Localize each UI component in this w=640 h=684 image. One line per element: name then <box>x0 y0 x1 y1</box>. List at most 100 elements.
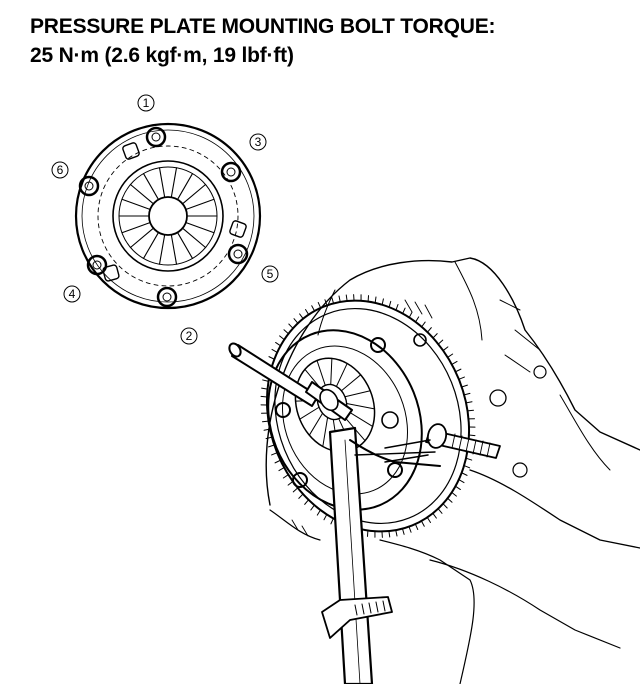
diaphragm-finger <box>182 183 207 204</box>
diaphragm-finger <box>129 228 154 249</box>
bolt-2 <box>156 286 178 308</box>
ring-gear-tooth <box>455 368 462 373</box>
callout-1: 1 <box>137 94 155 112</box>
ring-gear-tooth <box>338 295 341 303</box>
ring-gear-tooth <box>323 513 328 521</box>
ring-gear-tooth <box>395 529 398 537</box>
diaphragm-finger <box>330 357 333 386</box>
ring-gear-tooth <box>283 329 289 335</box>
ring-gear-tooth <box>311 305 316 312</box>
callout-3: 3 <box>249 133 267 151</box>
ring-gear-tooth <box>268 444 275 448</box>
ring-gear-tooth <box>402 307 406 315</box>
ring-gear-tooth <box>305 309 310 316</box>
svg-text:5: 5 <box>267 267 274 281</box>
diaphragm-finger <box>322 417 329 448</box>
ring-gear-tooth <box>461 384 468 388</box>
ring-gear-tooth <box>408 526 412 533</box>
ring-gear-tooth <box>426 327 432 333</box>
ring-gear-tooth <box>408 311 413 319</box>
diaphragm-finger <box>177 173 194 200</box>
ring-gear-tooth <box>324 299 328 306</box>
ring-gear-tooth <box>463 392 471 396</box>
bolt-5 <box>227 243 249 265</box>
ring-gear-tooth <box>292 487 299 493</box>
ring-gear-tooth <box>279 335 285 341</box>
svg-text:3: 3 <box>255 135 262 149</box>
ring-gear-tooth <box>432 512 437 519</box>
diaphragm-finger <box>186 198 215 210</box>
diaphragm-finger <box>170 167 178 197</box>
ring-gear-tooth <box>458 479 465 484</box>
ring-gear-tooth <box>415 316 420 323</box>
ring-gear-tooth <box>275 341 282 347</box>
bolt-4 <box>86 254 108 276</box>
ring-gear-tooth <box>442 503 448 509</box>
diaphragm-finger <box>129 183 154 204</box>
ring-gear-tooth <box>451 491 457 497</box>
ring-gear-tooth <box>442 346 449 352</box>
svg-text:2: 2 <box>186 329 193 343</box>
ring-gear-tooth <box>374 296 377 304</box>
diaphragm-finger <box>121 198 150 210</box>
torque-wrench-handle <box>321 423 501 684</box>
ring-gear-tooth <box>310 504 315 511</box>
ring-gear-tooth <box>345 294 348 302</box>
ring-gear-tooth <box>388 530 391 538</box>
callout-2: 2 <box>180 327 198 345</box>
ring-gear-tooth <box>447 353 454 358</box>
callout-6: 6 <box>51 161 69 179</box>
ring-gear-tooth <box>437 508 443 514</box>
diaphragm-finger <box>344 390 371 398</box>
ring-gear-tooth <box>271 348 278 353</box>
ring-gear-tooth <box>388 300 392 308</box>
sequence-callouts: 1 2 3 4 5 6 <box>51 94 279 345</box>
ring-gear-tooth <box>454 485 461 491</box>
ring-gear-tooth <box>395 303 399 311</box>
diaphragm-finger <box>346 403 375 410</box>
ring-gear-tooth <box>265 436 273 440</box>
callout-4: 4 <box>63 285 81 303</box>
ring-gear-tooth <box>331 297 335 304</box>
diaphragm-finger <box>299 406 320 420</box>
ring-gear-tooth <box>463 465 471 469</box>
diaphragm-finger <box>308 412 324 436</box>
svg-text:4: 4 <box>69 287 76 301</box>
ring-gear-tooth <box>260 395 268 398</box>
diaphragm-finger <box>316 359 326 386</box>
ring-gear-tooth <box>288 323 294 329</box>
ring-gear-tooth <box>465 457 473 461</box>
ring-gear-tooth <box>437 339 444 345</box>
ring-gear-tooth <box>330 517 334 525</box>
svg-text:6: 6 <box>57 163 64 177</box>
ring-gear-tooth <box>447 497 453 503</box>
ring-gear-tooth <box>414 523 419 531</box>
diaphragm-finger <box>142 232 159 259</box>
callout-5: 5 <box>261 265 279 283</box>
ring-gear-tooth <box>262 420 269 423</box>
ring-gear-tooth <box>421 321 426 328</box>
ring-gear-tooth <box>287 480 294 486</box>
ring-gear-tooth <box>468 434 476 437</box>
ring-gear-tooth <box>299 313 304 320</box>
bolt-1 <box>145 126 167 148</box>
ring-gear-tooth <box>298 493 304 499</box>
diaphragm-finger <box>170 235 178 265</box>
ring-gear-tooth <box>426 516 431 523</box>
ring-gear-tooth <box>467 409 474 412</box>
ring-gear-tooth <box>293 318 299 324</box>
ring-gear-tooth <box>461 472 468 476</box>
bolt-6 <box>78 175 100 197</box>
ring-gear-tooth <box>268 356 275 360</box>
housing-lower-contour <box>379 539 475 684</box>
ring-gear-tooth <box>271 452 278 456</box>
ring-gear-tooth <box>304 499 310 505</box>
ring-gear-tooth <box>282 474 289 479</box>
torque-spec-title: PRESSURE PLATE MOUNTING BOLT TORQUE: <box>30 15 496 38</box>
diaphragm-finger <box>158 167 166 197</box>
ring-gear-tooth <box>316 509 321 516</box>
pressure-plate-diagram <box>74 122 262 310</box>
clutch-alignment-tool <box>228 342 353 421</box>
ring-gear-tooth <box>274 459 281 464</box>
